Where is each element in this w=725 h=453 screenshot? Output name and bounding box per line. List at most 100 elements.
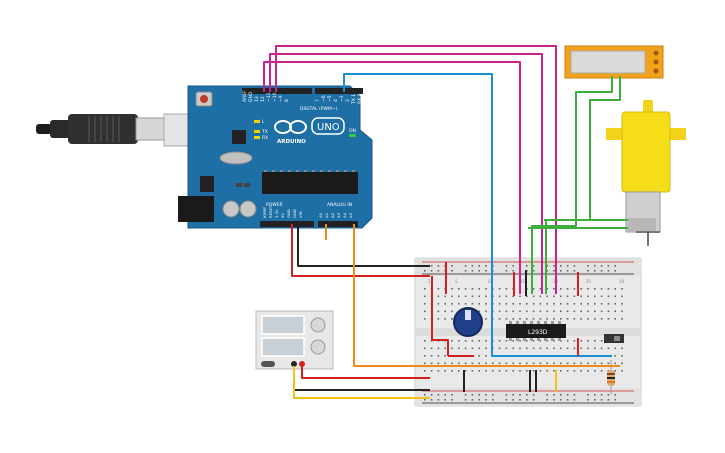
breadboard-hole[interactable] [471, 399, 474, 401]
breadboard-hole[interactable] [464, 370, 467, 372]
breadboard-hole[interactable] [532, 303, 535, 305]
breadboard-hole[interactable] [614, 370, 616, 372]
breadboard-hole[interactable] [580, 340, 582, 342]
breadboard-hole[interactable] [437, 355, 440, 357]
breadboard-hole[interactable] [512, 265, 514, 267]
breadboard-hole[interactable] [553, 370, 555, 372]
breadboard-hole[interactable] [424, 355, 426, 357]
breadboard-hole[interactable] [512, 318, 514, 320]
breadboard-hole[interactable] [607, 347, 610, 350]
breadboard-hole[interactable] [573, 303, 576, 305]
breadboard-hole[interactable] [600, 347, 603, 350]
breadboard-hole[interactable] [566, 310, 569, 313]
breadboard-hole[interactable] [512, 394, 514, 396]
breadboard-hole[interactable] [532, 362, 535, 365]
breadboard-hole[interactable] [587, 295, 589, 298]
breadboard-hole[interactable] [505, 288, 508, 290]
breadboard-hole[interactable] [451, 270, 453, 272]
breadboard-hole[interactable] [519, 318, 521, 320]
breadboard-hole[interactable] [546, 347, 548, 350]
breadboard-hole[interactable] [505, 399, 508, 401]
breadboard-hole[interactable] [546, 362, 548, 365]
breadboard-hole[interactable] [573, 370, 576, 372]
breadboard-hole[interactable] [600, 288, 603, 290]
breadboard-hole[interactable] [505, 394, 508, 396]
breadboard-hole[interactable] [587, 310, 589, 313]
slide-switch[interactable] [604, 334, 624, 343]
breadboard-hole[interactable] [492, 394, 494, 396]
breadboard-hole[interactable] [424, 370, 426, 372]
breadboard-hole[interactable] [621, 288, 623, 290]
breadboard-hole[interactable] [546, 295, 548, 298]
breadboard-hole[interactable] [621, 310, 623, 313]
breadboard-hole[interactable] [464, 270, 467, 272]
arduino-uno-board[interactable]: AREF GND 13 12 ~11 ~10 ~9 8 7 ~6 ~5 4 ~3… [178, 85, 373, 229]
breadboard-hole[interactable] [492, 399, 494, 401]
current-knob[interactable] [310, 339, 326, 355]
breadboard-hole[interactable] [430, 270, 433, 272]
breadboard-hole[interactable] [437, 303, 440, 305]
breadboard-hole[interactable] [512, 310, 514, 313]
breadboard-hole[interactable] [485, 355, 487, 357]
breadboard-hole[interactable] [451, 318, 453, 320]
breadboard-hole[interactable] [614, 347, 616, 350]
breadboard-hole[interactable] [587, 270, 589, 272]
breadboard-hole[interactable] [458, 303, 460, 305]
breadboard-hole[interactable] [614, 355, 616, 357]
breadboard-hole[interactable] [539, 347, 542, 350]
breadboard-hole[interactable] [553, 399, 555, 401]
breadboard-hole[interactable] [607, 295, 610, 298]
breadboard-hole[interactable] [594, 362, 596, 365]
breadboard-hole[interactable] [573, 399, 576, 401]
breadboard-hole[interactable] [594, 288, 596, 290]
breadboard-hole[interactable] [451, 288, 453, 290]
breadboard-hole[interactable] [444, 303, 446, 305]
breadboard-hole[interactable] [444, 399, 446, 401]
breadboard-hole[interactable] [512, 399, 514, 401]
breadboard-hole[interactable] [607, 310, 610, 313]
breadboard-hole[interactable] [512, 347, 514, 350]
breadboard-hole[interactable] [532, 288, 535, 290]
breadboard-hole[interactable] [478, 355, 480, 357]
breadboard-hole[interactable] [539, 318, 542, 320]
breadboard-hole[interactable] [566, 370, 569, 372]
breadboard-hole[interactable] [553, 310, 555, 313]
breadboard-hole[interactable] [580, 370, 582, 372]
breadboard-hole[interactable] [600, 394, 603, 396]
breadboard-hole[interactable] [464, 303, 467, 305]
breadboard-hole[interactable] [471, 270, 474, 272]
breadboard-hole[interactable] [430, 265, 433, 267]
breadboard-hole[interactable] [546, 399, 548, 401]
breadboard-hole[interactable] [444, 370, 446, 372]
breadboard-hole[interactable] [600, 362, 603, 365]
breadboard-hole[interactable] [566, 295, 569, 298]
breadboard-hole[interactable] [532, 265, 535, 267]
breadboard-hole[interactable] [430, 362, 433, 365]
breadboard-hole[interactable] [424, 340, 426, 342]
breadboard-hole[interactable] [498, 310, 501, 313]
breadboard-hole[interactable] [621, 362, 623, 365]
breadboard-hole[interactable] [573, 270, 576, 272]
breadboard-hole[interactable] [587, 362, 589, 365]
breadboard-hole[interactable] [621, 370, 623, 372]
breadboard-hole[interactable] [485, 394, 487, 396]
breadboard-hole[interactable] [526, 303, 528, 305]
breadboard-hole[interactable] [424, 288, 426, 290]
breadboard-hole[interactable] [471, 394, 474, 396]
breadboard-hole[interactable] [485, 362, 487, 365]
breadboard-hole[interactable] [580, 362, 582, 365]
breadboard-hole[interactable] [553, 265, 555, 267]
breadboard-hole[interactable] [621, 318, 623, 320]
breadboard-hole[interactable] [600, 310, 603, 313]
breadboard-hole[interactable] [587, 399, 589, 401]
breadboard-hole[interactable] [430, 355, 433, 357]
breadboard-hole[interactable] [424, 310, 426, 313]
breadboard-hole[interactable] [594, 270, 596, 272]
breadboard-hole[interactable] [512, 370, 514, 372]
breadboard-hole[interactable] [430, 347, 433, 350]
breadboard-hole[interactable] [573, 310, 576, 313]
breadboard-hole[interactable] [451, 370, 453, 372]
breadboard-hole[interactable] [573, 394, 576, 396]
breadboard-hole[interactable] [553, 303, 555, 305]
